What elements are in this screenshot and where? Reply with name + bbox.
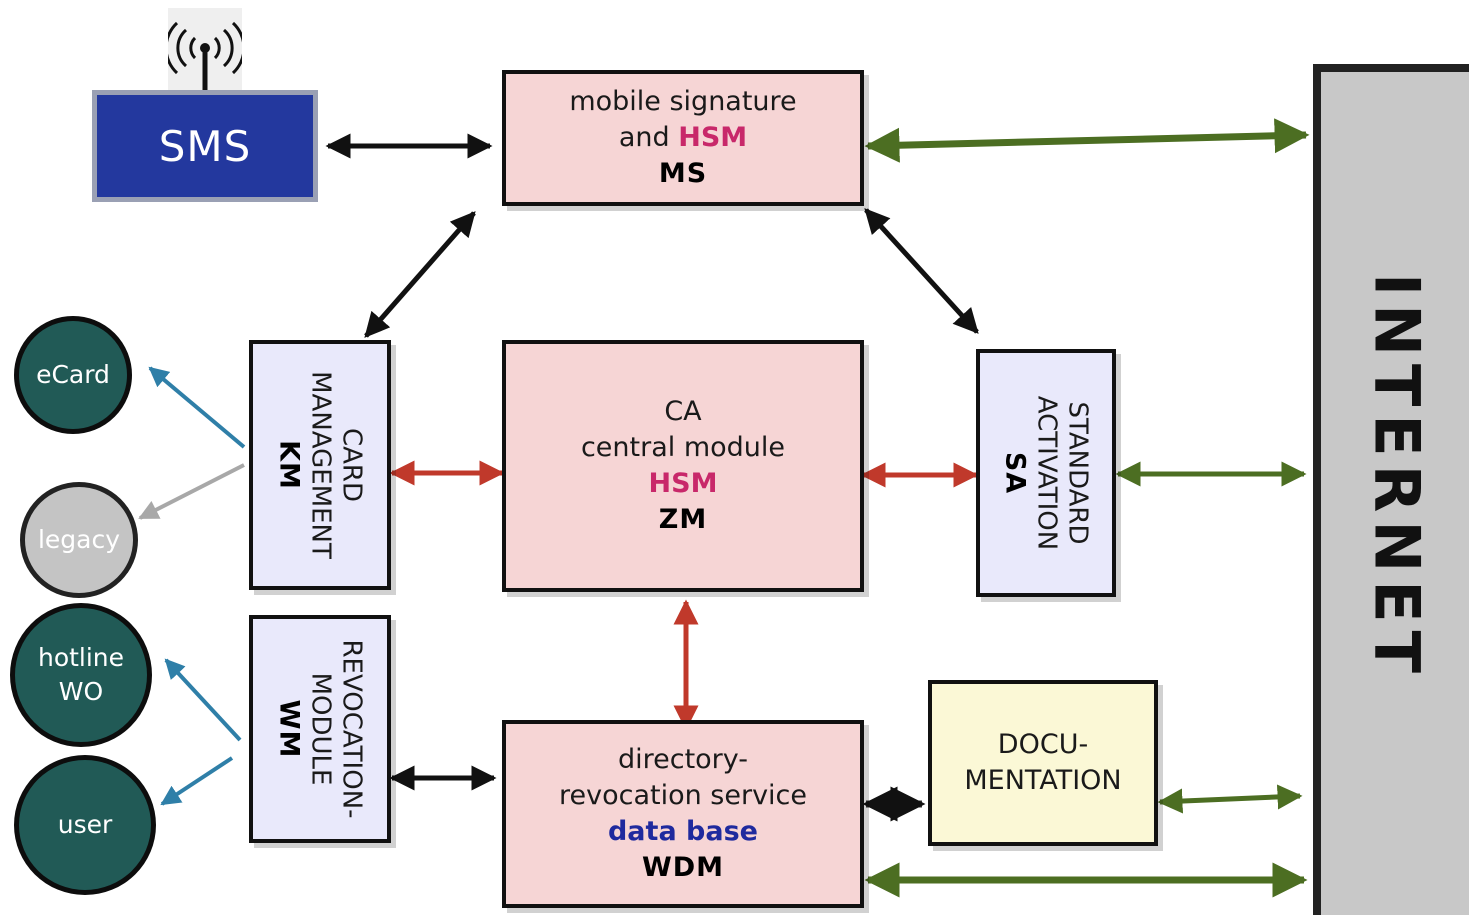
arrow-wm-user (160, 756, 234, 806)
user-node: user (14, 755, 156, 895)
hotline-label-line1: hotline (37, 643, 125, 672)
ca-central-module: CA central module HSM ZM (502, 340, 864, 592)
internet-label: INTERNET (1360, 272, 1434, 681)
ms-line2-prefix: and (618, 122, 670, 153)
directory-revocation-service: directory- revocation service data base … (502, 720, 864, 908)
wdm-line1: directory- (617, 744, 749, 775)
wm-code: WM (273, 699, 305, 759)
ecard-label: eCard (36, 360, 110, 389)
internet-bar: INTERNET (1313, 64, 1469, 915)
ms-line1: mobile signature (569, 86, 797, 117)
ms-line2: and HSM (619, 120, 747, 156)
arrow-doc-internet (1157, 784, 1303, 814)
zm-code: ZM (658, 504, 708, 535)
revocation-module: REVOCATION- MODULE WM (249, 615, 391, 843)
wm-line2: MODULE (305, 672, 336, 786)
card-management-module: CARD MANAGEMENT KM (249, 340, 391, 590)
user-label: user (57, 810, 113, 839)
legacy-node: legacy (20, 482, 138, 598)
wdm-line2: revocation service (558, 780, 808, 811)
wm-line1: REVOCATION- (336, 639, 367, 819)
arrow-ms-internet (864, 118, 1310, 163)
hotline-label-line2: WO (58, 677, 104, 706)
arrow-km-legacy (138, 463, 245, 520)
wdm-database: data base (607, 816, 758, 847)
sms-label: SMS (158, 121, 252, 171)
ms-code: MS (658, 158, 708, 189)
zm-line1: CA (664, 396, 702, 427)
wm-text: REVOCATION- MODULE WM (274, 639, 367, 818)
hotline-node: hotline WO (10, 603, 152, 747)
km-line1: CARD (336, 427, 367, 503)
mobile-signature-module: mobile signature and HSM MS (502, 70, 864, 206)
wdm-code: WDM (641, 852, 725, 883)
doc-line2: MENTATION (964, 765, 1122, 796)
standard-activation-module: STANDARD ACTIVATION SA (976, 349, 1116, 597)
arrow-ms-sa (864, 208, 979, 334)
km-text: CARD MANAGEMENT KM (274, 371, 367, 559)
sa-line2: ACTIVATION (1031, 395, 1062, 551)
legacy-label: legacy (37, 525, 121, 554)
km-code: KM (273, 440, 305, 490)
km-line2: MANAGEMENT (305, 371, 336, 559)
ecard-node: eCard (14, 316, 132, 434)
zm-hsm: HSM (648, 468, 718, 499)
sa-code: SA (999, 451, 1031, 495)
arrow-wm-hotline (164, 658, 242, 742)
antenna-icon (164, 21, 246, 90)
sa-line1: STANDARD (1062, 401, 1093, 545)
ms-hsm: HSM (678, 122, 748, 153)
arrow-km-ecard (148, 366, 246, 449)
zm-line2: central module (580, 432, 786, 463)
arrow-ms-km (364, 211, 476, 338)
documentation-module: DOCU- MENTATION (928, 680, 1158, 846)
sa-text: STANDARD ACTIVATION SA (1000, 396, 1093, 550)
doc-line1: DOCU- (997, 729, 1089, 760)
antenna-tile (164, 8, 246, 90)
sms-gateway: SMS (92, 90, 318, 202)
